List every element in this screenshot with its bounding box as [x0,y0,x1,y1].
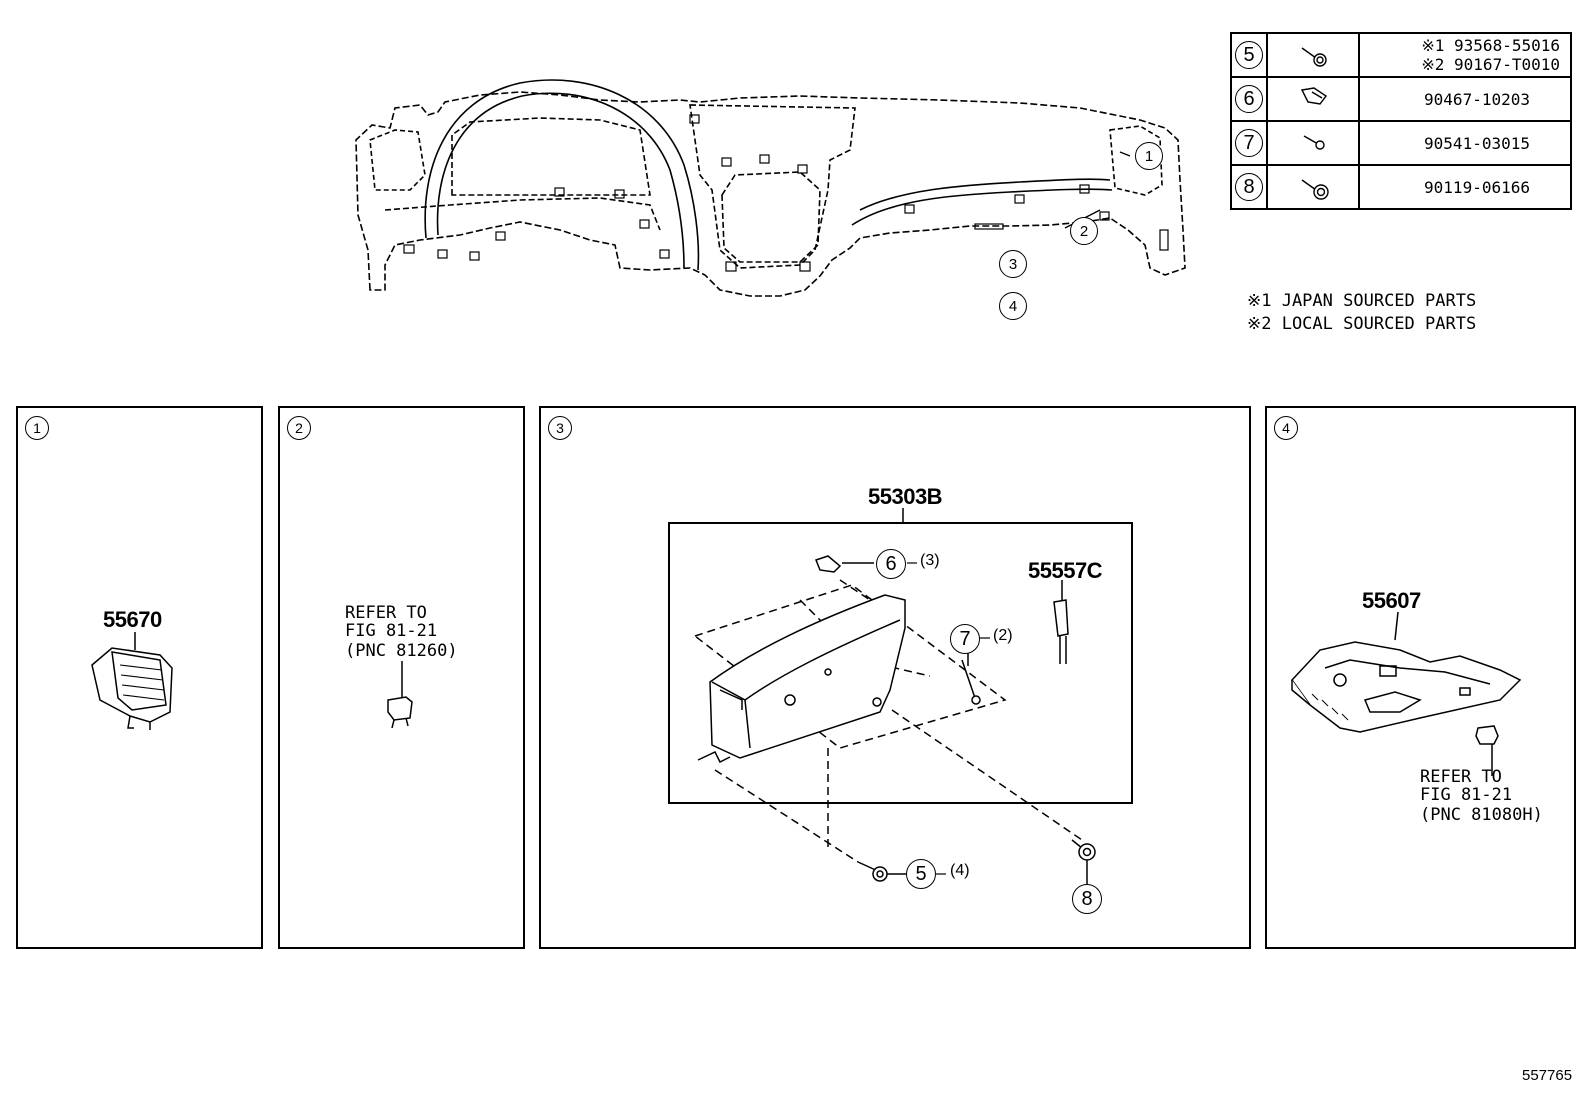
qty-5: (4) [950,862,970,879]
detail-panel-3 [539,406,1251,949]
part-number: 90119-06166 [1358,164,1572,210]
qty-6: (3) [920,552,940,569]
part-number-55670: 55670 [103,607,162,632]
table-row: 8 90119-06166 [1230,164,1572,210]
assembly-box [668,522,1133,804]
overview-callout-1: 1 [1135,142,1163,170]
part-number-55607: 55607 [1362,588,1421,613]
table-row: 6 90467-10203 [1230,76,1572,122]
part-number: ※2 90167-T0010 [1421,55,1560,74]
qty-7: (2) [993,627,1013,644]
assembly-number-55303B: 55303B [868,484,943,509]
ref-circle: 5 [1235,41,1263,69]
screw-icon [1266,120,1360,166]
refer-line-1: REFER TO [345,603,427,623]
refer-line-3: (PNC 81080H) [1420,805,1543,825]
bolt-icon [1266,32,1360,78]
part-number: 90467-10203 [1358,76,1572,122]
part-number: 90541-03015 [1358,120,1572,166]
note-japan-sourced: ※1 JAPAN SOURCED PARTS [1247,291,1477,311]
panel-ref-4: 4 [1274,416,1298,440]
overview-callout-2: 2 [1070,217,1098,245]
callout-8: 8 [1072,884,1102,914]
parts-table: 5 ※1 93568-55016 ※2 90167-T0010 6 90467-… [1230,32,1572,210]
panel-ref-3: 3 [548,416,572,440]
overview-callout-3: 3 [999,250,1027,278]
table-row: 5 ※1 93568-55016 ※2 90167-T0010 [1230,32,1572,78]
callout-5: 5 [906,859,936,889]
detail-panel-1 [16,406,263,949]
bolt-icon [1266,164,1360,210]
callout-6: 6 [876,549,906,579]
overview-callout-4: 4 [999,292,1027,320]
ref-circle: 7 [1235,129,1263,157]
refer-line-2: FIG 81-21 [1420,785,1513,805]
table-row: 7 90541-03015 [1230,120,1572,166]
detail-panel-2 [278,406,525,949]
callout-7: 7 [950,624,980,654]
refer-line-2: FIG 81-21 [345,621,438,641]
part-number: ※1 93568-55016 [1421,36,1560,55]
ref-circle: 6 [1235,85,1263,113]
panel-ref-1: 1 [25,416,49,440]
note-local-sourced: ※2 LOCAL SOURCED PARTS [1247,314,1477,334]
ref-circle: 8 [1235,173,1263,201]
detail-panel-4 [1265,406,1576,949]
panel-ref-2: 2 [287,416,311,440]
refer-line-1: REFER TO [1420,767,1502,787]
figure-id: 557765 [1522,1067,1573,1084]
refer-line-3: (PNC 81260) [345,641,458,661]
part-number-55557C: 55557C [1028,558,1103,583]
clip-icon [1266,76,1360,122]
